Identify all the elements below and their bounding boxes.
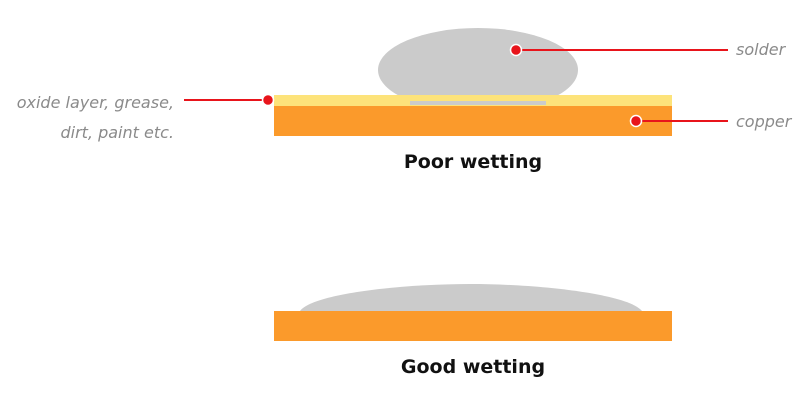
oxide-label-line1: oxide layer, grease,	[17, 93, 174, 112]
poor-wetting-panel: solder copper oxide layer, grease, dirt,…	[17, 28, 793, 173]
poor-wetting-caption: Poor wetting	[404, 151, 542, 173]
good-wetting-caption: Good wetting	[401, 356, 545, 378]
poor-copper-pad	[274, 106, 672, 136]
solder-label: solder	[736, 40, 787, 59]
copper-callout-dot	[629, 114, 643, 128]
oxide-label-line2: dirt, paint etc.	[60, 123, 174, 142]
good-solder-blob	[300, 284, 642, 311]
poor-solder-contact	[410, 101, 546, 105]
copper-callout: copper	[629, 112, 793, 131]
oxide-callout-dot	[261, 93, 275, 107]
good-wetting-panel: Good wetting	[274, 284, 672, 378]
solder-callout-dot	[509, 43, 523, 57]
oxide-callout: oxide layer, grease, dirt, paint etc.	[17, 93, 275, 142]
solder-callout: solder	[509, 40, 787, 59]
good-copper-pad	[274, 311, 672, 341]
copper-label: copper	[736, 112, 793, 131]
oxide-layer	[274, 95, 672, 106]
